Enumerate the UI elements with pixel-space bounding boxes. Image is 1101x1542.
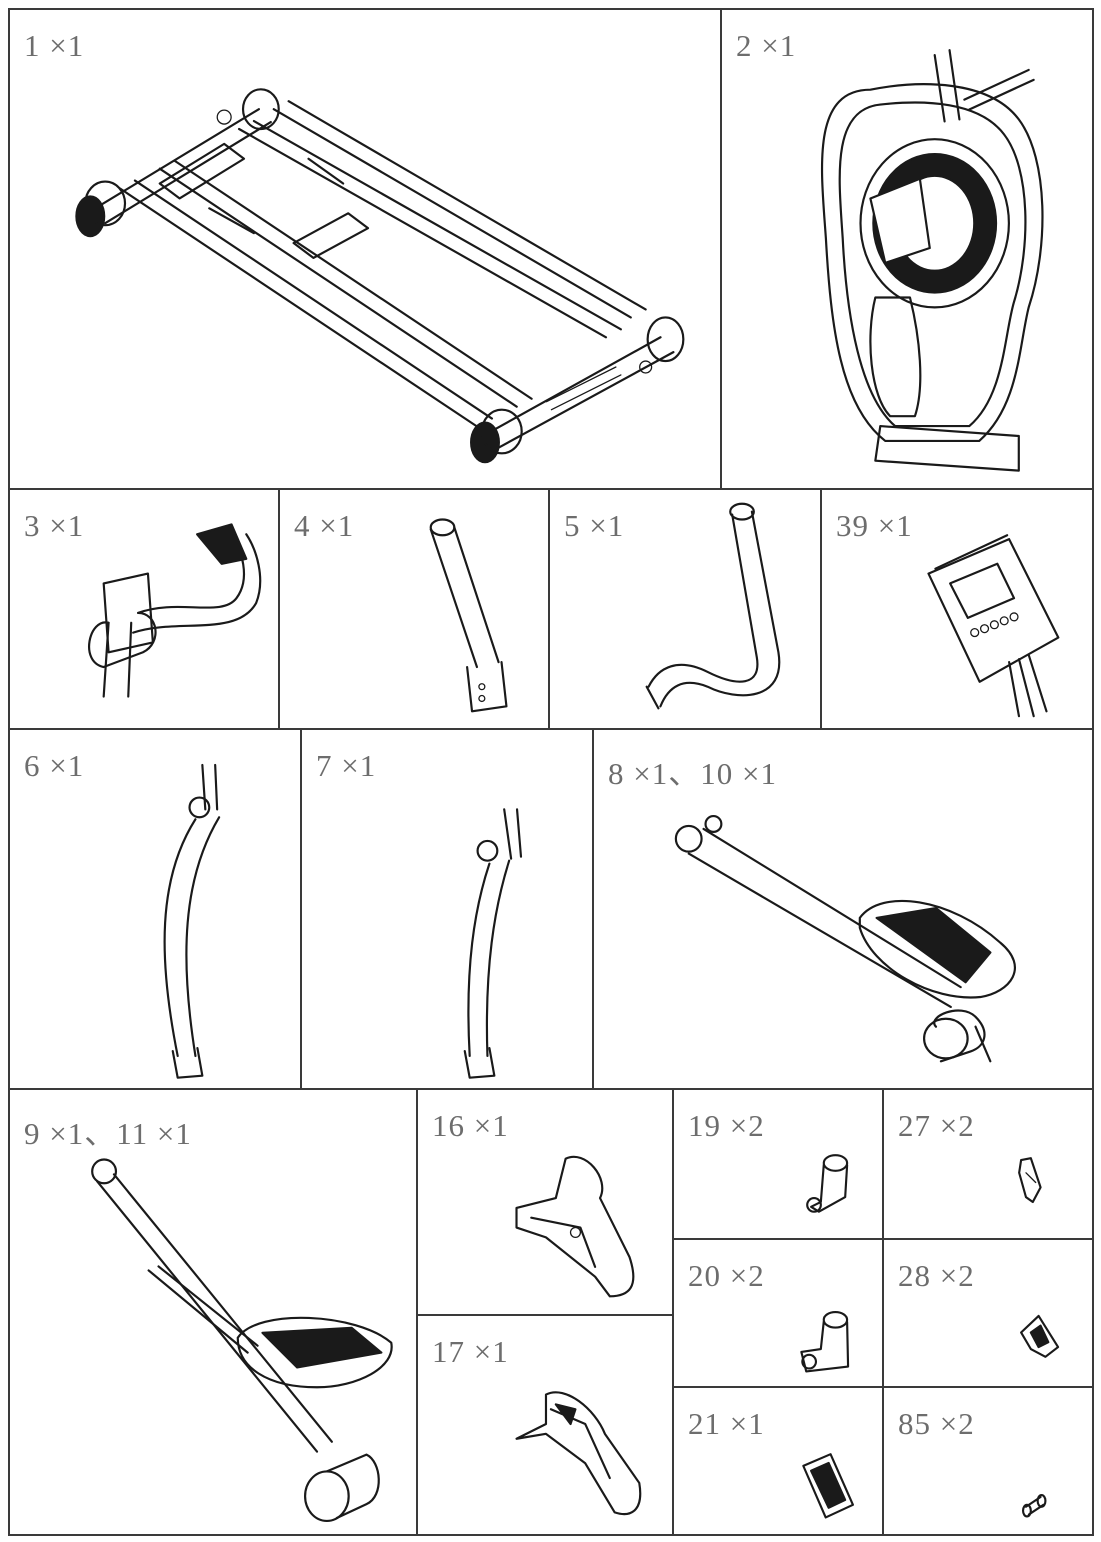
part-label: 27 ×2: [898, 1108, 975, 1143]
part-cell-3: 3 ×1: [8, 488, 280, 730]
part-label: 6 ×1: [24, 748, 85, 783]
left-pedal-arm-drawing: [674, 814, 1016, 1063]
clip-27-drawing: [1018, 1157, 1042, 1204]
part-label: 17 ×1: [432, 1334, 509, 1369]
part-label: 2 ×1: [736, 28, 797, 63]
rear-cover-right-drawing: [515, 1391, 642, 1516]
main-frame-drawing: [75, 88, 685, 464]
part-cell-19: 19 ×2: [672, 1088, 884, 1240]
pin-85-drawing: [1021, 1493, 1047, 1518]
part-cell-2: 2 ×1: [720, 8, 1094, 490]
part-label: 16 ×1: [432, 1108, 509, 1143]
part-cell-8: 8 ×1、10 ×1: [592, 728, 1094, 1090]
part-cell-4: 4 ×1: [278, 488, 550, 730]
part-cell-28: 28 ×2: [882, 1238, 1094, 1388]
clip-28-drawing: [1020, 1314, 1060, 1358]
left-arm-drawing: [163, 763, 221, 1079]
part-label: 85 ×2: [898, 1406, 975, 1441]
part-cell-20: 20 ×2: [672, 1238, 884, 1388]
part-label: 5 ×1: [564, 508, 625, 543]
flywheel-housing-drawing: [820, 49, 1044, 472]
part-cell-39: 39 ×1: [820, 488, 1094, 730]
part-cell-21: 21 ×1: [672, 1386, 884, 1536]
right-pedal-arm-drawing: [91, 1158, 393, 1523]
part-label: 39 ×1: [836, 508, 913, 543]
part-label: 20 ×2: [688, 1258, 765, 1293]
part-label: 7 ×1: [316, 748, 377, 783]
part-label: 21 ×1: [688, 1406, 765, 1441]
upright-tube-drawing: [429, 518, 508, 713]
bushing-19-drawing: [806, 1154, 849, 1213]
curved-tube-drawing: [645, 502, 781, 710]
part-cell-85: 85 ×2: [882, 1386, 1094, 1536]
part-label: 28 ×2: [898, 1258, 975, 1293]
handlebar-post-drawing: [88, 523, 262, 698]
part-label: 8 ×1、10 ×1: [608, 756, 777, 791]
part-cell-7: 7 ×1: [300, 728, 594, 1090]
part-label: 1 ×1: [24, 28, 85, 63]
part-label: 3 ×1: [24, 508, 85, 543]
part-label: 19 ×2: [688, 1108, 765, 1143]
part-cell-17: 17 ×1: [416, 1314, 674, 1536]
part-cell-9: 9 ×1、11 ×1: [8, 1088, 418, 1536]
part-cell-16: 16 ×1: [416, 1088, 674, 1316]
rear-cover-left-drawing: [515, 1155, 635, 1298]
part-cell-27: 27 ×2: [882, 1088, 1094, 1240]
part-cell-6: 6 ×1: [8, 728, 302, 1090]
end-cap-21-drawing: [802, 1453, 855, 1519]
part-cell-5: 5 ×1: [548, 488, 822, 730]
right-arm-drawing: [463, 808, 523, 1079]
bushing-20-drawing: [800, 1310, 850, 1373]
console-drawing: [927, 534, 1060, 718]
part-label: 4 ×1: [294, 508, 355, 543]
part-cell-1: 1 ×1: [8, 8, 722, 490]
part-label: 9 ×1、11 ×1: [24, 1116, 192, 1151]
